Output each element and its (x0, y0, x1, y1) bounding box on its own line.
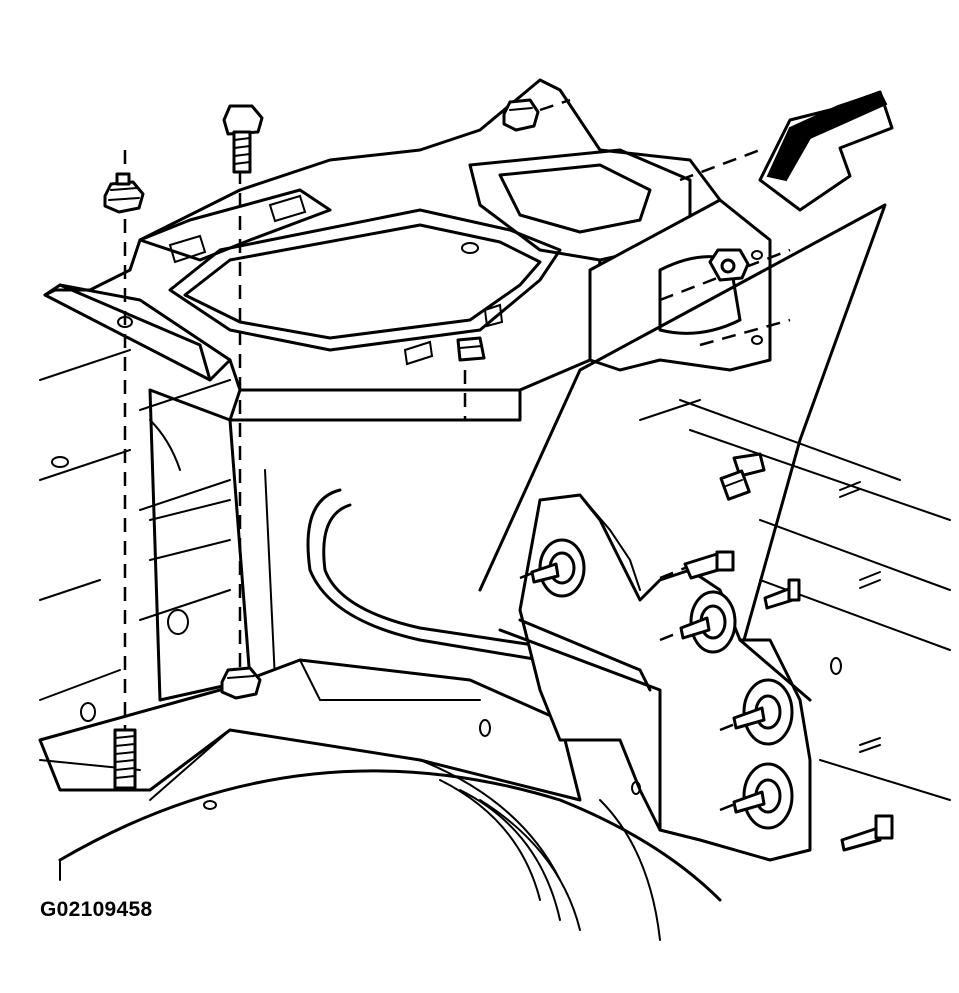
stud-icon (732, 762, 794, 830)
bolt-icon (840, 814, 894, 852)
nut-icon (502, 98, 540, 132)
nut-icon (708, 248, 750, 282)
stud-icon (113, 728, 137, 790)
nut-icon (220, 666, 262, 700)
bolt-icon (683, 550, 735, 580)
lower-rail (38, 658, 582, 810)
wheelhouse (58, 759, 722, 941)
bolt-icon (719, 452, 766, 501)
bolt-icon (763, 578, 801, 610)
stud-icon (732, 678, 794, 746)
tube (306, 488, 542, 662)
nut-icon (103, 172, 145, 214)
detail-panel (478, 203, 887, 862)
figure-id-label: G02109458 (40, 898, 153, 921)
stud-icon (679, 590, 737, 654)
arrow-icon (758, 90, 894, 212)
nut-icon (456, 336, 486, 362)
stud-icon (530, 538, 586, 598)
side-plate (588, 198, 772, 372)
upper-bracket (43, 78, 737, 422)
vertical-pillar (148, 388, 276, 702)
bolt-icon (222, 104, 264, 174)
